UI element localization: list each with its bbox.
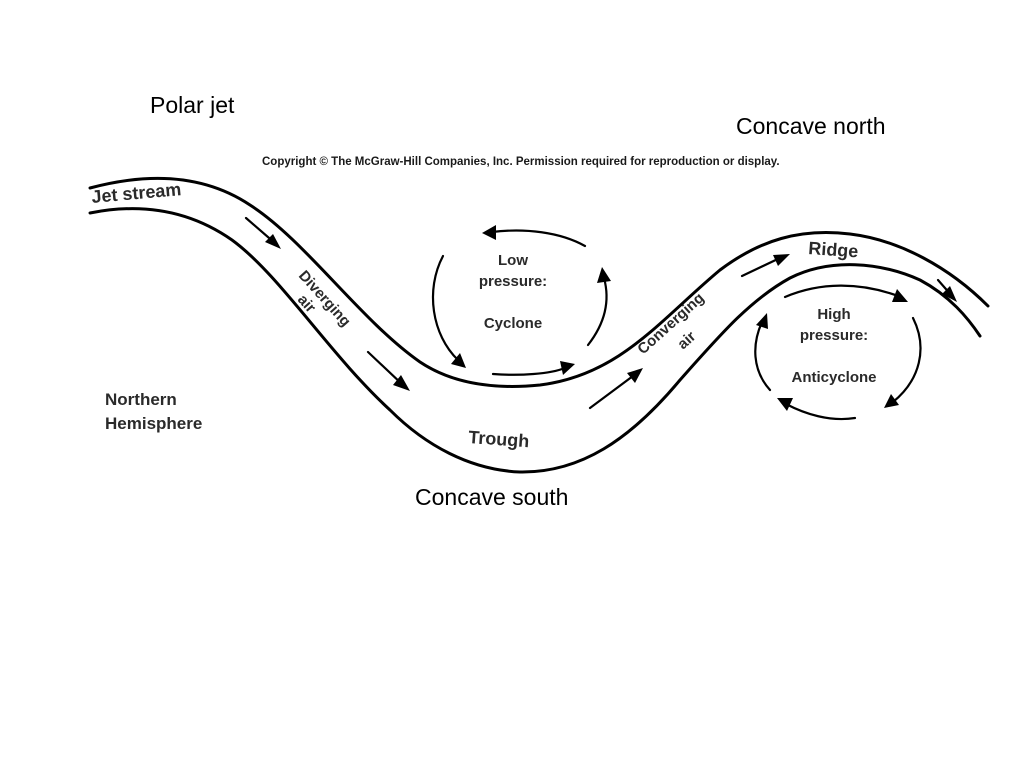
cyclone-arrowhead-left bbox=[451, 353, 466, 368]
concave-north-label: Concave north bbox=[736, 113, 886, 139]
northern-hemisphere-label-line2: Hemisphere bbox=[105, 414, 202, 433]
cyclone-arrowhead-bottom bbox=[560, 361, 575, 375]
concave-south-label: Concave south bbox=[415, 484, 569, 510]
jet-stream-upper-edge bbox=[88, 176, 990, 388]
converging-air-label-line2: air bbox=[674, 328, 699, 353]
flow-arrow-3 bbox=[588, 371, 639, 410]
low-pressure-label-line1: Low bbox=[498, 252, 528, 269]
high-pressure-label-line1: High bbox=[817, 306, 850, 323]
ridge-label: Ridge bbox=[808, 238, 859, 261]
copyright-notice: Copyright © The McGraw-Hill Companies, I… bbox=[262, 156, 780, 168]
anticyclone-label: Anticyclone bbox=[791, 369, 876, 386]
trough-label: Trough bbox=[468, 427, 530, 451]
polar-jet-label: Polar jet bbox=[150, 92, 235, 118]
flow-arrow-4 bbox=[740, 255, 784, 278]
flow-arrowhead-3 bbox=[627, 368, 643, 383]
flow-arrowhead-2 bbox=[393, 375, 410, 391]
cyclone-label: Cyclone bbox=[484, 315, 542, 332]
anticyclone-arrowhead-left bbox=[756, 313, 768, 329]
flow-arrowhead-1 bbox=[265, 234, 281, 249]
anticyclone-arrowhead-top bbox=[892, 289, 908, 302]
low-pressure-label-line2: pressure: bbox=[479, 273, 547, 290]
flow-arrowhead-4 bbox=[773, 254, 790, 266]
anticyclone-arrow-top bbox=[783, 284, 900, 299]
cyclone-arrow-bottom bbox=[491, 366, 567, 376]
high-pressure-label-line2: pressure: bbox=[800, 327, 868, 344]
cyclone-arrowhead-top bbox=[482, 225, 496, 240]
converging-air-label-line1: Converging bbox=[634, 290, 707, 358]
cyclone-arrow-top bbox=[490, 229, 587, 248]
anticyclone-arrow-bottom bbox=[784, 402, 857, 421]
cyclone-arrow-left bbox=[431, 254, 460, 362]
jet-stream-lower-edge bbox=[88, 207, 982, 474]
anticyclone-arrowhead-right bbox=[884, 394, 899, 408]
cyclone-arrow-right bbox=[586, 276, 608, 347]
anticyclone-arrowhead-bottom bbox=[777, 398, 793, 411]
cyclone-arrowhead-right bbox=[597, 267, 611, 283]
anticyclone-arrow-right bbox=[891, 316, 922, 404]
northern-hemisphere-label-line1: Northern bbox=[105, 390, 177, 409]
flow-arrowhead-5 bbox=[942, 286, 957, 302]
anticyclone-arrow-left bbox=[754, 320, 772, 392]
